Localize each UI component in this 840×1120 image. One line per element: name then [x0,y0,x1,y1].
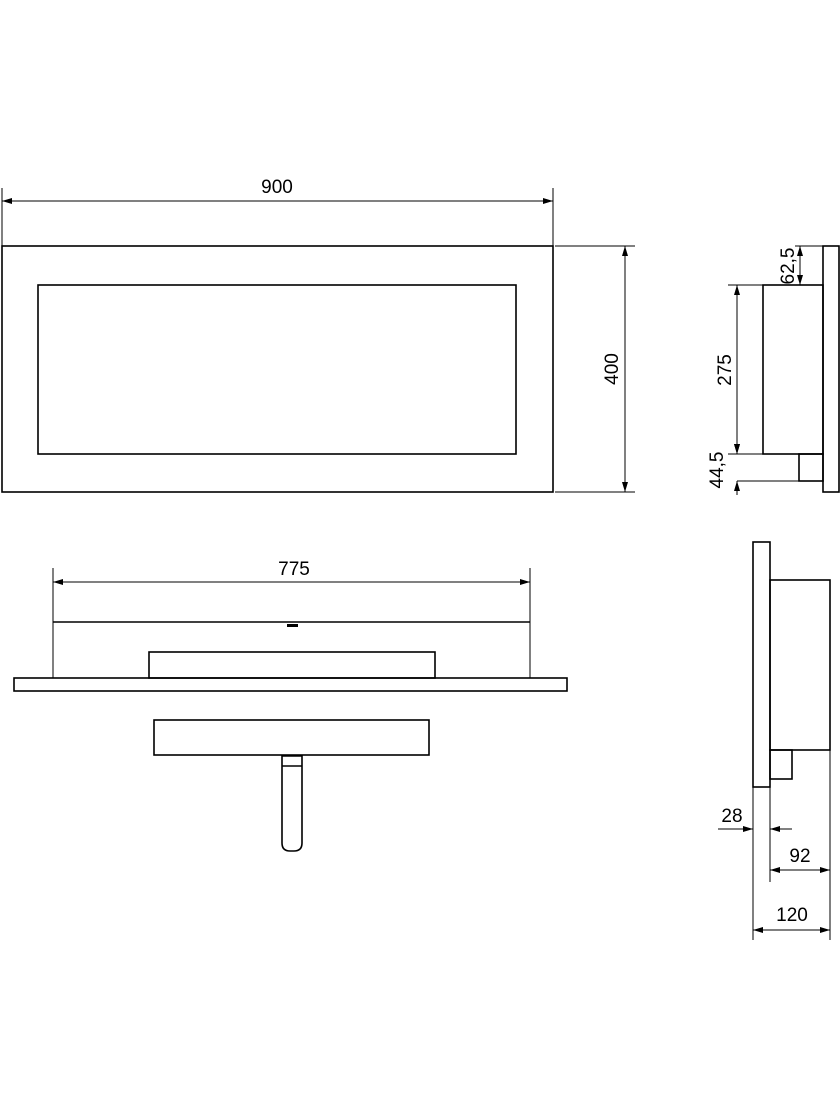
total-depth-label: 120 [776,905,808,926]
body-height-label: 275 [715,354,736,386]
width-dimension-label: 900 [261,177,293,198]
bottom-offset-label: 44,5 [707,452,728,489]
top-offset-label: 62,5 [778,248,799,285]
front-view: 900 400 [1,177,635,493]
side-view-upper: 62,5 275 44,5 [707,245,840,495]
front-opening [37,284,517,455]
height-dimension-label: 400 [602,353,623,385]
handle [281,755,303,852]
front-frame [1,245,554,493]
side-view-lower: 28 92 120 [718,541,831,940]
plate-depth-label: 28 [721,806,742,827]
top-view: 775 [13,559,568,852]
body-depth-label: 92 [789,846,810,867]
remote-control [153,719,430,756]
top-width-label: 775 [278,559,310,580]
